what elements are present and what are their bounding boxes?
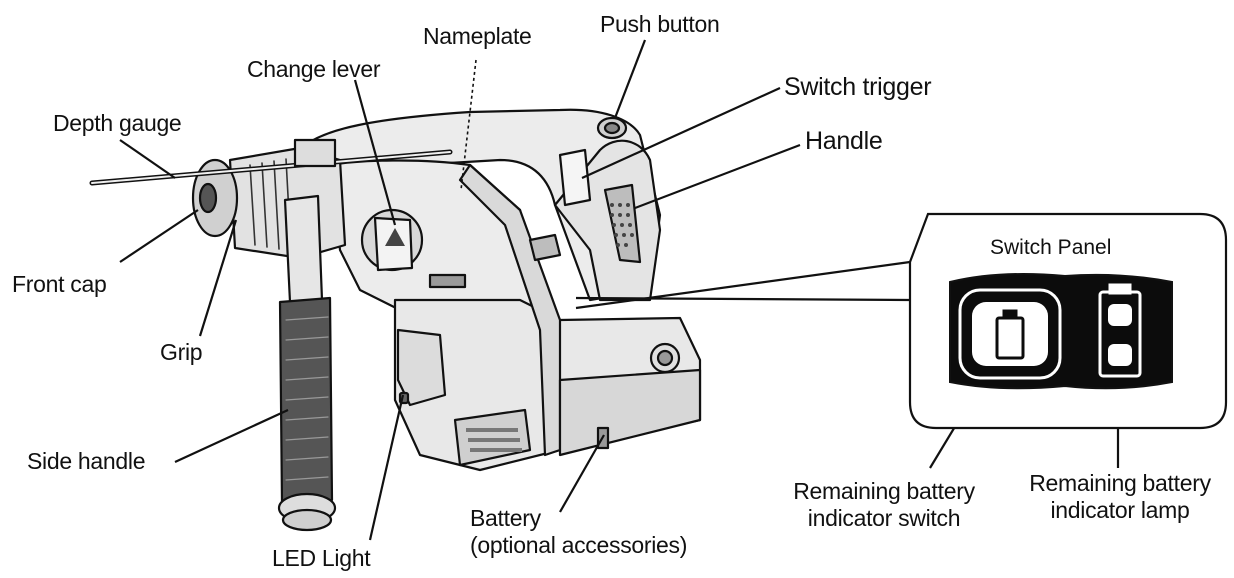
push-button-label: Push button [600, 11, 720, 37]
indicator-switch-label-line2: indicator switch [807, 505, 961, 531]
battery-icon [995, 309, 1025, 360]
indicator-lamp-label-line2: indicator lamp [1050, 497, 1190, 523]
side-handle-label: Side handle [27, 448, 146, 474]
battery [558, 368, 702, 457]
switch-trigger [558, 148, 592, 207]
battery-label-line2: (optional accessories) [470, 532, 688, 558]
depth-gauge-label: Depth gauge [53, 110, 182, 136]
battery-label-line1: Battery [470, 505, 541, 531]
side-handle [283, 194, 324, 304]
indicator-lamp [1098, 283, 1142, 378]
switch-panel-title: Switch Panel [990, 236, 1112, 259]
indicator-switch-label-line1: Remaining battery [793, 478, 975, 504]
indicator-lamp-label: Remaining battery indicator lamp [1014, 470, 1226, 524]
led-light-label: LED Light [272, 545, 371, 571]
change-lever-label: Change lever [247, 56, 381, 82]
led-housing [396, 328, 447, 407]
switch-trigger-label: Switch trigger [784, 73, 932, 101]
indicator-lamp-label-line1: Remaining battery [1029, 470, 1211, 496]
grip-label: Grip [160, 339, 203, 365]
battery-label: Battery (optional accessories) [470, 505, 687, 559]
front-cap-label: Front cap [12, 271, 107, 297]
handle-label: Handle [805, 127, 883, 155]
indicator-switch-label: Remaining battery indicator switch [778, 478, 990, 532]
nameplate-label: Nameplate [423, 23, 532, 49]
